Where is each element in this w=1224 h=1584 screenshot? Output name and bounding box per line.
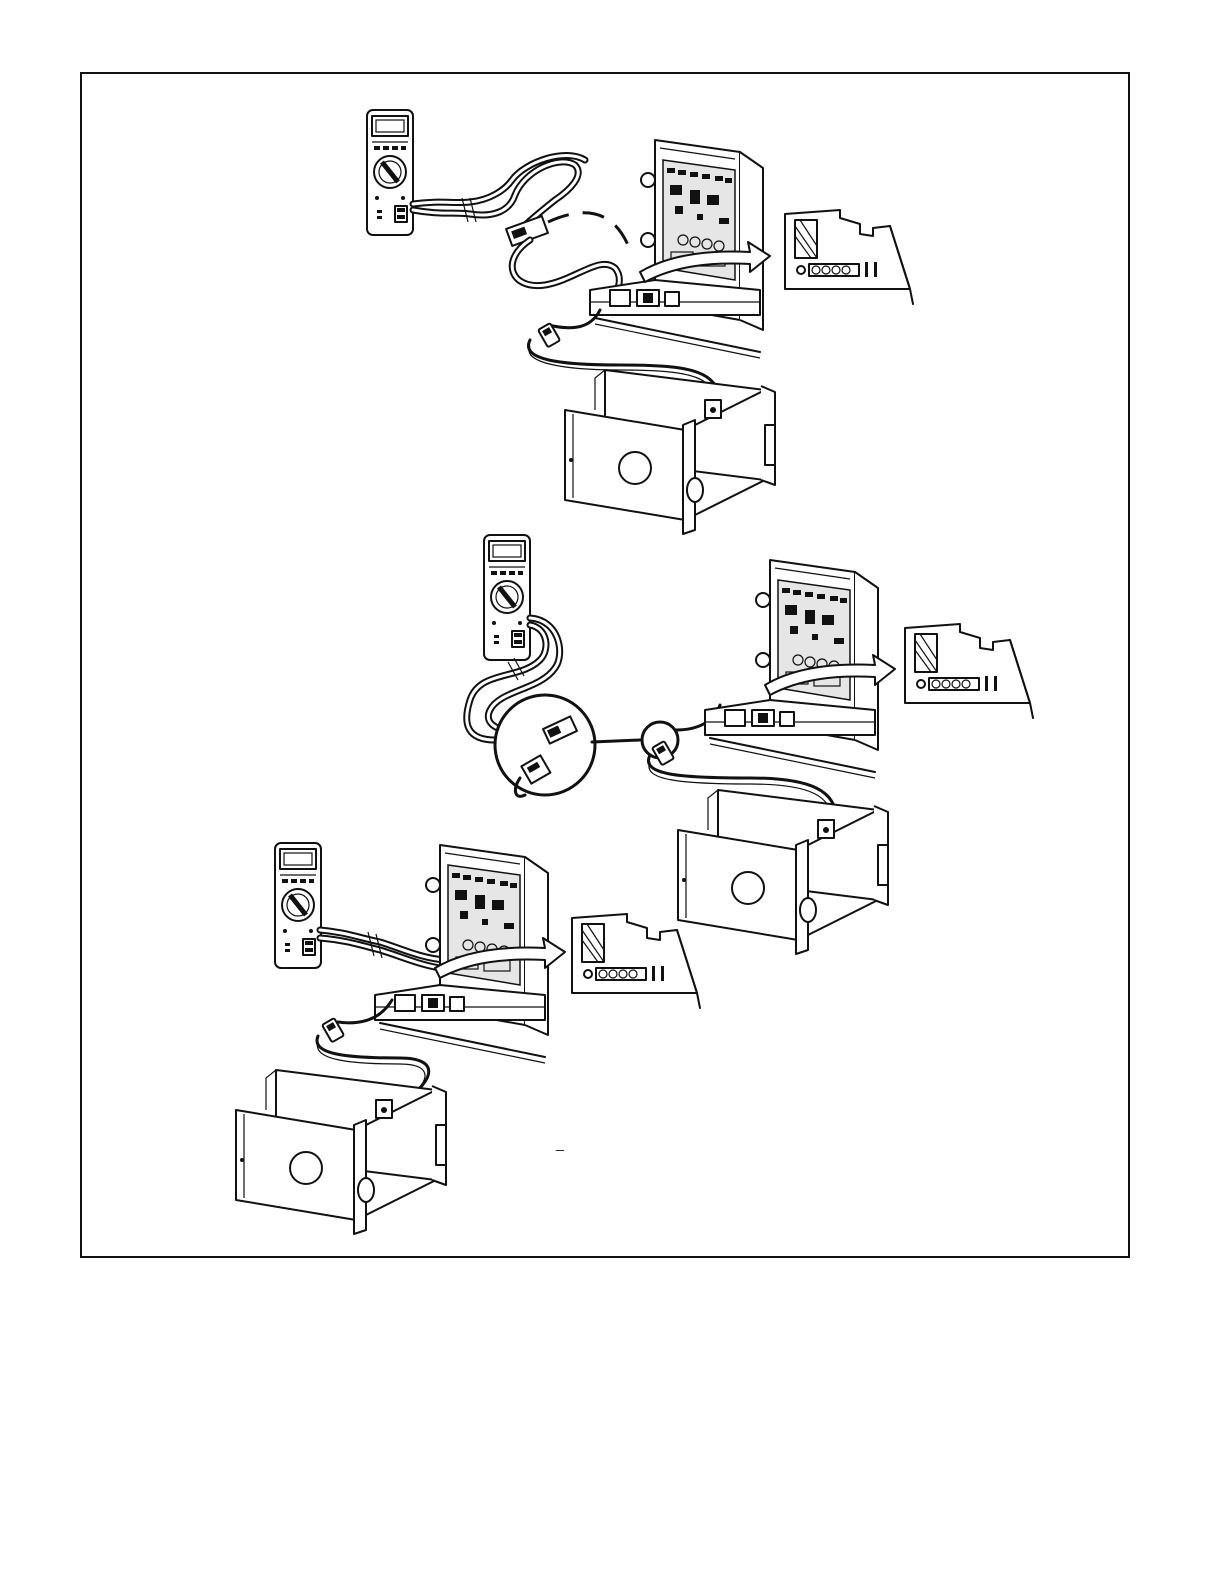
inducer-housing-3 (236, 1070, 446, 1234)
multimeter-2 (484, 535, 530, 660)
connector-magnifier (495, 695, 595, 795)
control-board-1 (590, 140, 763, 358)
panel-2 (467, 535, 1033, 954)
multimeter-1 (367, 110, 413, 235)
multimeter-3 (275, 843, 321, 968)
stray-mark: _ (556, 1136, 564, 1150)
panel-3 (236, 843, 700, 1234)
terminal-detail-2 (905, 624, 1033, 718)
inducer-housing-1 (565, 370, 775, 534)
panel-1 (367, 110, 913, 534)
terminal-detail-1 (785, 210, 913, 304)
terminal-detail-3 (572, 914, 700, 1008)
inducer-housing-2 (678, 790, 888, 954)
